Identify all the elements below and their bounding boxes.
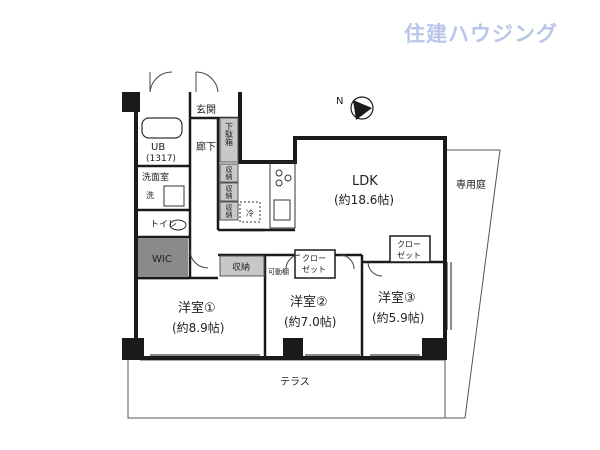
bathtub bbox=[141, 117, 183, 139]
label-yoshitsu3-size: (約5.9帖) bbox=[372, 310, 424, 325]
storage-c bbox=[219, 201, 239, 221]
label-storage-a: 収納 bbox=[225, 166, 233, 181]
label-ldk-size: (約18.6帖) bbox=[334, 192, 394, 207]
closet3-box bbox=[389, 235, 431, 263]
brand-logo: 住建ハウジング bbox=[404, 22, 558, 46]
label-closet2-line1: クロー bbox=[302, 254, 326, 263]
label-genkan: 玄関 bbox=[196, 103, 216, 116]
label-shoe-box: 下駄箱 bbox=[225, 122, 234, 147]
label-terrace: テラス bbox=[280, 376, 310, 388]
label-closet3-line2: ゼット bbox=[397, 250, 421, 260]
kitchen-sink bbox=[273, 199, 291, 221]
wic-fill bbox=[138, 238, 188, 277]
pillars bbox=[122, 92, 444, 360]
shoe-box-fill bbox=[219, 117, 239, 163]
label-yoshitsu3: 洋室③ bbox=[378, 290, 416, 306]
label-ub: UB bbox=[151, 142, 165, 153]
label-storage-b: 収納 bbox=[225, 185, 233, 200]
label-fridge: 冷 bbox=[246, 208, 254, 218]
washbasin bbox=[163, 185, 185, 207]
label-roka: 廊下 bbox=[196, 140, 216, 153]
door-arcs bbox=[149, 71, 383, 277]
stove-burner bbox=[275, 169, 283, 177]
label-kadotana: 可動棚 bbox=[268, 267, 289, 276]
stove-burner-2 bbox=[284, 174, 292, 182]
label-storage: 収納 bbox=[232, 261, 250, 273]
label-yoshitsu2-size: (約7.0帖) bbox=[284, 314, 336, 329]
stove-burner-3 bbox=[275, 179, 283, 187]
outer-walls bbox=[134, 92, 447, 360]
label-senmenshitsu: 洗面室 bbox=[142, 171, 169, 183]
label-yoshitsu1-size: (約8.9帖) bbox=[172, 320, 224, 335]
label-senyoniwa: 専用庭 bbox=[456, 178, 486, 191]
label-storage-c: 収納 bbox=[225, 204, 233, 219]
closet2-box bbox=[294, 249, 336, 279]
label-ldk: LDK bbox=[352, 174, 378, 189]
storage-a bbox=[219, 163, 239, 183]
interior-walls bbox=[136, 92, 445, 358]
compass-label: N bbox=[336, 96, 343, 107]
storage-fill bbox=[219, 255, 265, 277]
label-toilet: トイレ bbox=[150, 220, 177, 230]
fridge bbox=[239, 201, 261, 223]
label-closet3-line1: クロー bbox=[397, 240, 421, 249]
label-wic: WIC bbox=[152, 254, 172, 265]
toilet-bowl bbox=[169, 219, 187, 231]
kitchen-counter bbox=[269, 161, 296, 229]
label-yoshitsu1: 洋室① bbox=[178, 300, 216, 316]
label-yoshitsu2: 洋室② bbox=[290, 294, 328, 310]
label-closet2-line2: ゼット bbox=[302, 264, 326, 274]
label-sen: 洗 bbox=[146, 190, 154, 200]
compass: N bbox=[336, 96, 374, 120]
window-marks bbox=[150, 262, 452, 356]
label-ub-size: (1317) bbox=[146, 154, 176, 164]
storage-b bbox=[219, 182, 239, 202]
